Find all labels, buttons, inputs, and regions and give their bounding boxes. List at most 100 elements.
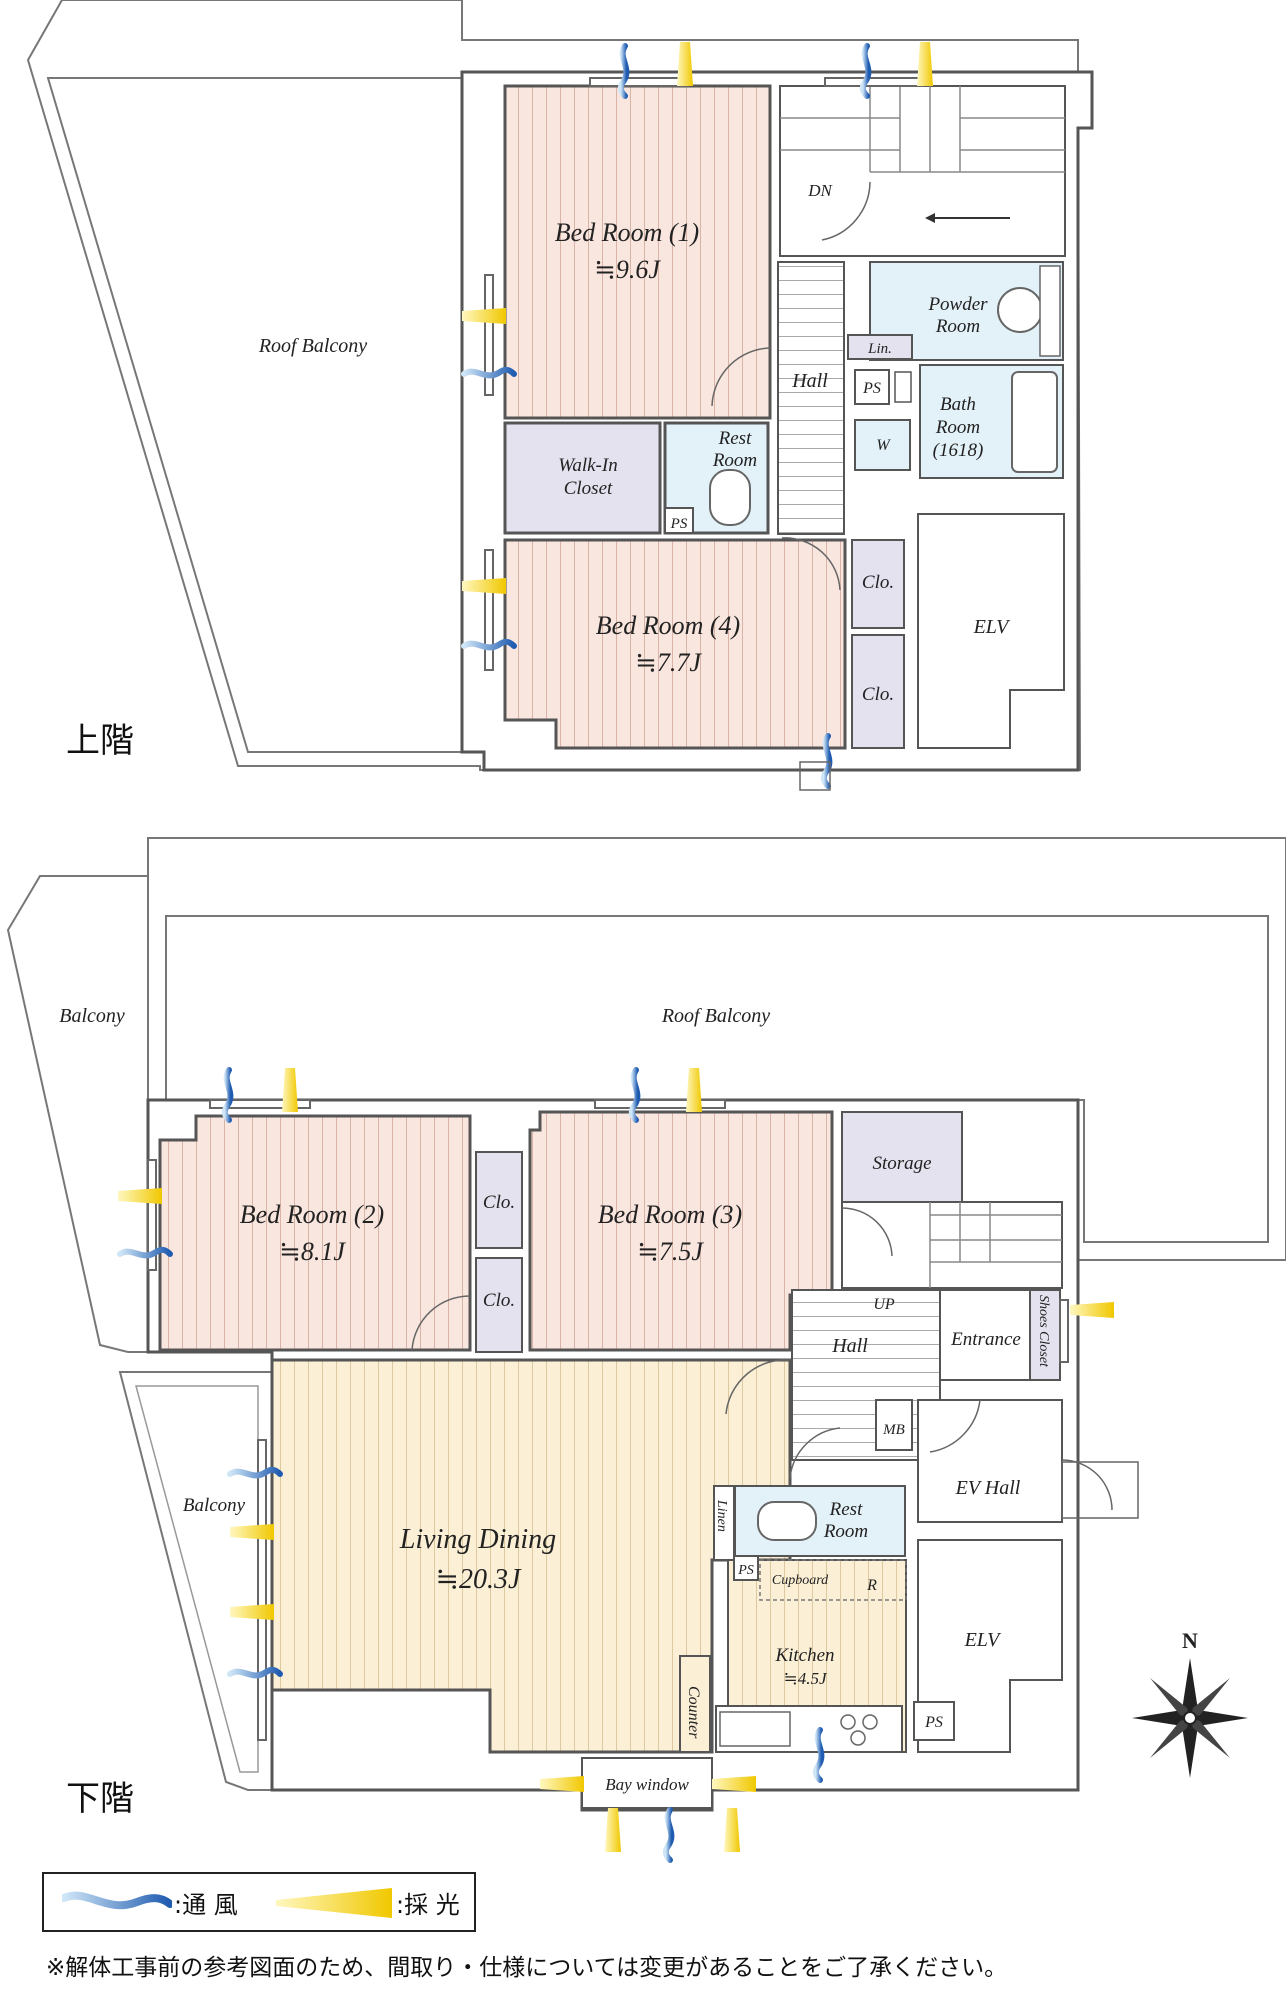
upper-floor-label: 上階 [66,721,134,761]
lower-bay-window-label: Bay window [605,1775,689,1794]
upper-bed4-size: ≒7.7J [635,648,702,677]
upper-lin-label: Lin. [867,341,892,357]
lower-mb-label: MB [882,1422,905,1438]
lower-shoes-closet-label: Shoes Closet [1036,1295,1051,1368]
upper-ps-label: PS [862,380,881,397]
upper-rest-label-2: Room [712,450,757,471]
legend-light-label: :採 光 [396,1890,460,1919]
lower-clo-a-label: Clo. [483,1192,515,1213]
lower-bed3-area [528,1110,834,1352]
upper-floor: Roof Balcony Bed Room (1) ≒9.6J Walk-In … [26,0,1094,791]
lower-bed2-name: Bed Room (2) [240,1200,384,1229]
lower-rest-label-1: Rest [829,1499,863,1520]
lower-living-name: Living Dining [399,1524,556,1555]
lower-clo-b [475,1257,523,1353]
lower-up-label: UP [873,1296,895,1313]
upper-clo-b [851,634,905,749]
legend-wind-label: :通 風 [174,1890,238,1919]
compass-n-label: N [1182,1628,1198,1653]
upper-ps-box [664,507,694,534]
lower-balcony-top-outline [6,875,149,1353]
footnote: ※解体工事前の参考図面のため、間取り・仕様については変更があることをご了承くださ… [46,1955,1008,1981]
lower-linen-box [713,1485,735,1561]
upper-bath-label-3: (1618) [933,440,984,461]
upper-roof-balcony-inner [46,77,463,753]
lower-storage-area [841,1111,963,1203]
upper-stair-area [779,85,1066,257]
lower-entrance-area [939,1289,1031,1381]
lower-evhall-label: EV Hall [955,1477,1021,1499]
upper-ps-box2 [854,369,890,405]
upper-toilet [709,469,751,526]
lower-ps-rest-label: PS [737,1563,754,1578]
compass-icon [1132,1658,1248,1778]
lower-counter-label: Counter [685,1686,702,1739]
upper-hall-area [777,261,845,535]
upper-bed4-area [503,538,847,750]
lower-entrance-label: Entrance [950,1329,1021,1350]
upper-bath-label-1: Bath [940,394,976,415]
upper-hall-label: Hall [791,370,828,392]
lower-bed2-size: ≒8.1J [279,1237,346,1266]
lower-stair-area [841,1201,1063,1289]
lower-clo-b-label: Clo. [483,1290,515,1311]
upper-elv-label: ELV [973,616,1012,638]
lower-floor-label: 下階 [66,1779,134,1819]
lower-hall-label: Hall [831,1335,868,1357]
upper-ps-rest-label: PS [670,516,688,532]
lower-r-label: R [866,1577,877,1594]
lower-kitchen-size: ≒4.5J [783,1669,827,1688]
upper-dn-label: DN [807,181,833,200]
lower-roof-balcony-label: Roof Balcony [661,1005,770,1027]
lower-floor: Balcony Roof Balcony Bed Room (2) ≒8.1J … [6,837,1286,1860]
lower-bed3-name: Bed Room (3) [598,1200,742,1229]
lower-living-area [270,1358,792,1754]
lower-ps-label: PS [924,1714,943,1731]
upper-bed4-name: Bed Room (4) [596,611,740,640]
upper-walkin-label-2: Closet [564,478,613,499]
lower-elv-area [917,1539,1063,1753]
lower-linen-label: Linen [714,1499,729,1532]
wind-icon [62,1891,172,1910]
lower-clo-a [475,1151,523,1249]
lower-bed2-area [158,1114,472,1352]
upper-w-label: W [876,437,891,454]
lower-living-size: ≒20.3J [436,1564,522,1595]
lower-balcony-side-label: Balcony [183,1495,246,1516]
lower-mb-box [875,1399,913,1451]
lower-storage-label: Storage [872,1153,931,1174]
upper-powder-label-2: Room [935,316,980,337]
upper-bed1-name: Bed Room (1) [555,218,699,247]
upper-bed1-area [503,84,772,420]
light-icon [276,1888,392,1918]
lower-kitchen-name: Kitchen [774,1645,834,1666]
upper-powder-label-1: Powder [927,294,988,315]
upper-rest-label-1: Rest [718,428,752,449]
lower-counter [679,1655,711,1753]
lower-ps-rest-box [733,1555,759,1581]
lower-balcony-side-inner [135,1385,259,1773]
lower-ps-box [913,1701,955,1741]
upper-elv-area [917,513,1065,749]
upper-clo-b-label: Clo. [862,684,894,705]
lower-evhall-area [917,1399,1063,1523]
lower-toilet [757,1501,817,1541]
upper-clo-a-label: Clo. [862,572,894,593]
upper-lin-box [847,334,913,360]
lower-bed3-size: ≒7.5J [637,1237,704,1266]
upper-bed1-size: ≒9.6J [594,255,661,284]
legend: :通 風 :採 光 [42,1872,476,1932]
upper-w-box [854,419,911,471]
lower-balcony-top-label: Balcony [59,1005,125,1027]
upper-bath-label-2: Room [935,417,980,438]
lower-cupboard-area [759,1559,907,1601]
lower-rest-label-2: Room [823,1521,868,1542]
upper-walkin-label-1: Walk-In [558,455,617,476]
lower-bay-window [581,1757,713,1809]
upper-clo-a [851,539,905,629]
upper-roof-balcony-label: Roof Balcony [258,335,367,357]
upper-walkin-area [503,421,662,535]
lower-hall-area [791,1289,941,1461]
lower-cupboard-label: Cupboard [772,1573,829,1588]
